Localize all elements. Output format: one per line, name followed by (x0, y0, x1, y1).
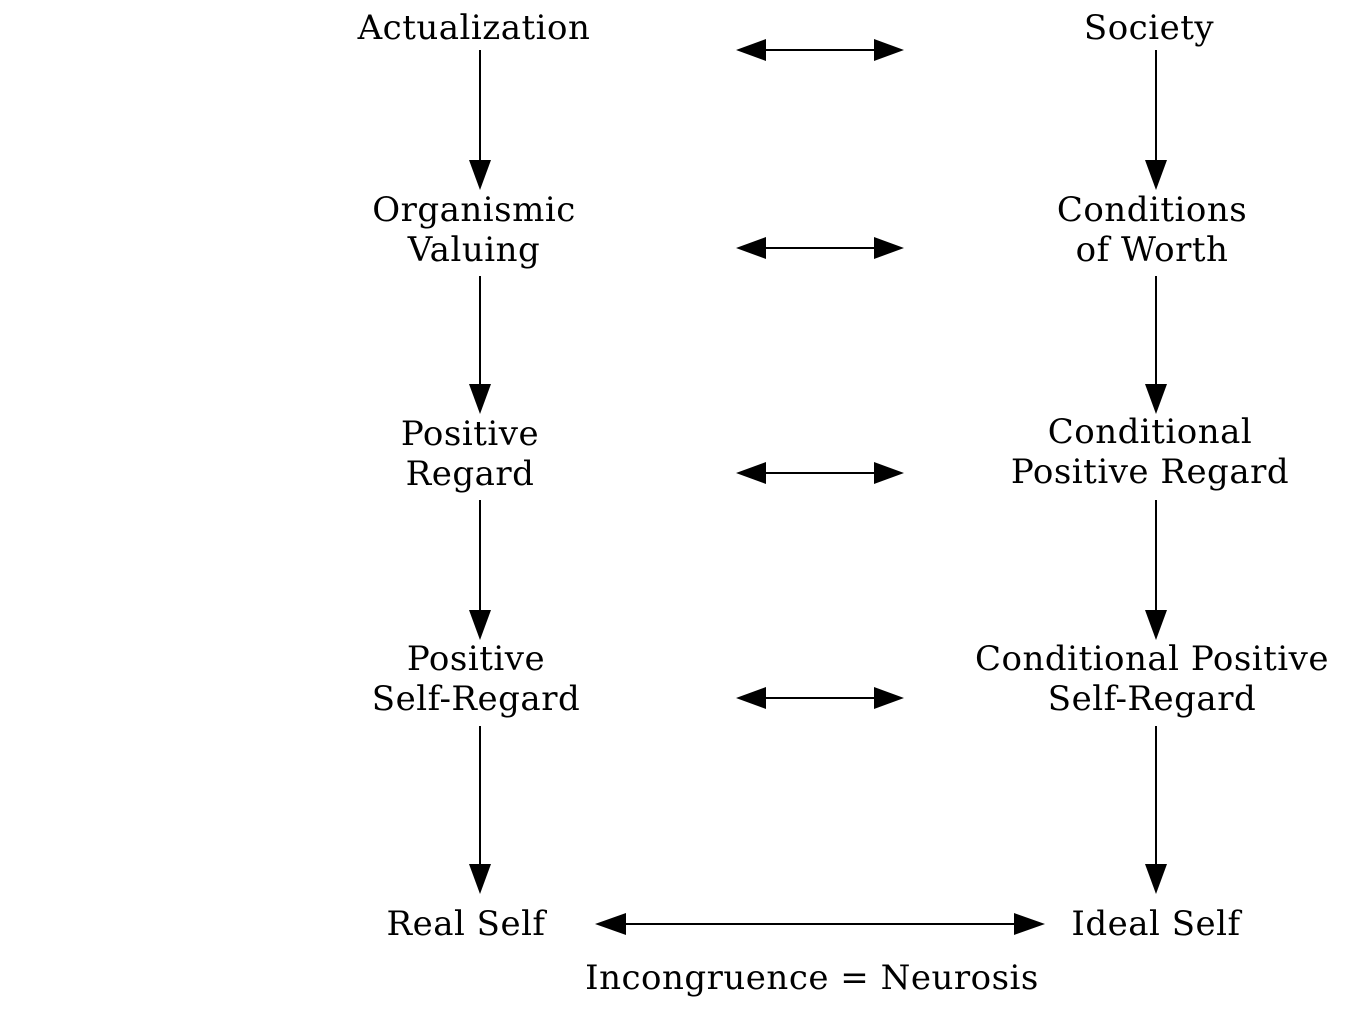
node-conditions-of-worth: Conditions of Worth (1057, 190, 1247, 270)
node-label: Real Self (386, 904, 546, 944)
node-label: Valuing (407, 230, 541, 270)
double-arrow-real-ideal (595, 913, 1045, 935)
node-ideal-self: Ideal Self (1071, 904, 1240, 944)
node-label: Conditions (1056, 190, 1248, 230)
arrowhead-down (469, 864, 491, 894)
node-label: Society (1083, 8, 1215, 48)
node-label: of Worth (1075, 230, 1229, 270)
node-positive-regard: Positive Regard (401, 414, 539, 494)
node-label: Self-Regard (371, 679, 581, 719)
arrowhead-down (1145, 384, 1167, 414)
arrowhead-down (469, 384, 491, 414)
arrowhead-down (1145, 610, 1167, 640)
arrowhead-down (469, 160, 491, 190)
node-label: Conditional Positive (974, 639, 1330, 679)
arrowhead-down (1145, 864, 1167, 894)
node-society: Society (1084, 8, 1214, 48)
node-conditional-positive-self-regard: Conditional Positive Self-Regard (975, 639, 1329, 719)
double-arrow-row-3 (736, 462, 904, 484)
arrowhead-down (469, 610, 491, 640)
node-label: Positive Regard (1010, 452, 1290, 492)
node-real-self: Real Self (386, 904, 545, 944)
left-vertical-arrows (469, 50, 491, 894)
node-actualization: Actualization (358, 8, 591, 48)
node-label: Ideal Self (1071, 904, 1241, 944)
double-arrow-row-1 (736, 39, 904, 61)
node-conditional-positive-regard: Conditional Positive Regard (1011, 412, 1289, 492)
node-label: Organismic (372, 190, 576, 230)
node-label: Self-Regard (1047, 679, 1257, 719)
double-arrow-row-2 (736, 237, 904, 259)
node-label: Conditional (1047, 412, 1253, 452)
node-label: Positive (406, 639, 546, 679)
right-vertical-arrows (1145, 50, 1167, 894)
double-arrow-row-4 (736, 687, 904, 709)
node-label: Regard (405, 454, 535, 494)
horizontal-arrows (595, 39, 1045, 935)
arrowhead-down (1145, 160, 1167, 190)
node-label: Positive (400, 414, 540, 454)
node-positive-self-regard: Positive Self-Regard (372, 639, 580, 719)
incongruence-caption: Incongruence = Neurosis (585, 958, 1039, 998)
node-label: Actualization (357, 8, 591, 48)
node-organismic-valuing: Organismic Valuing (372, 190, 576, 270)
